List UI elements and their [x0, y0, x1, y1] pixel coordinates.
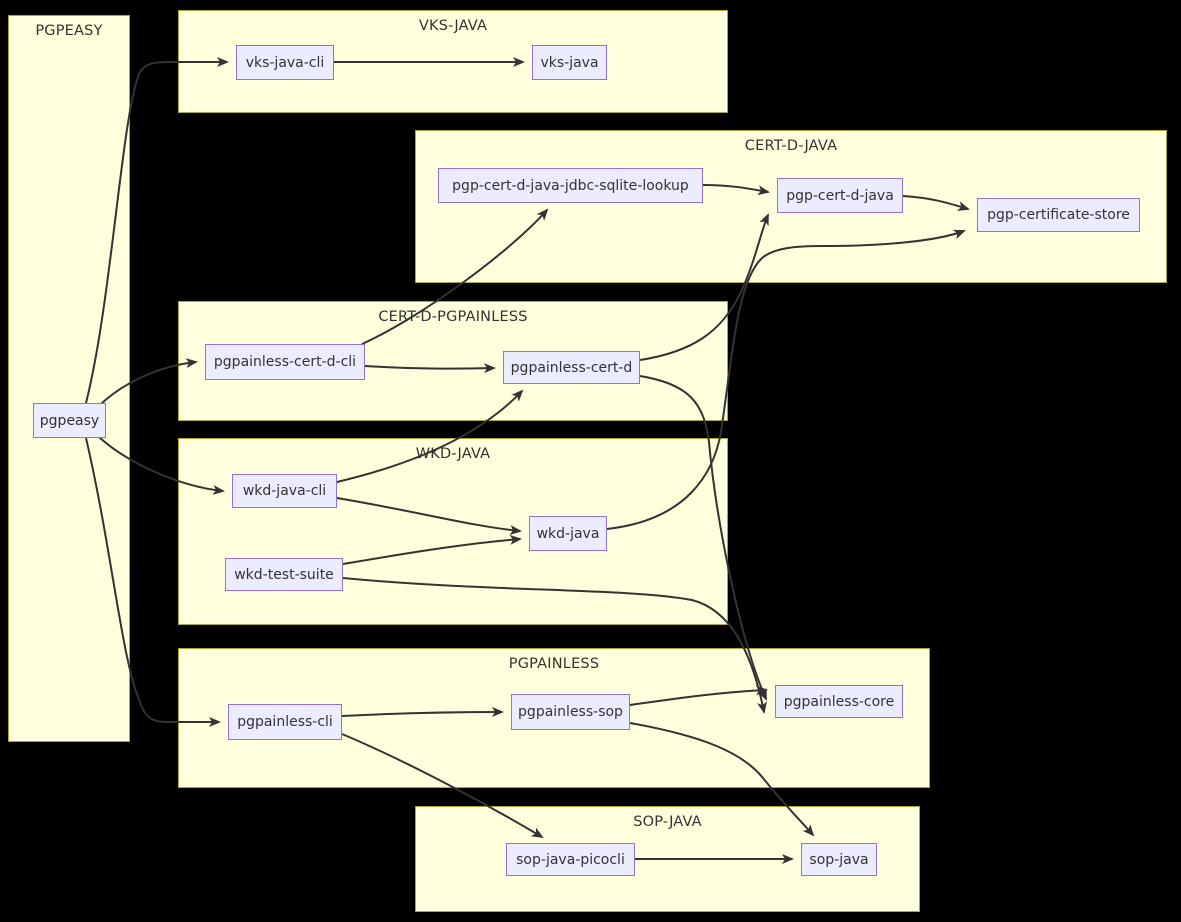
node-sop-java: sop-java — [801, 843, 877, 876]
node-wkd-java-cli: wkd-java-cli — [232, 474, 337, 508]
node-pgpeasy: pgpeasy — [33, 403, 106, 438]
node-sop-java-picocli: sop-java-picocli — [506, 843, 635, 876]
cluster-title: SOP-JAVA — [633, 814, 702, 830]
edge-pgpainless-cert-d-to-pgp-cert-d-java — [639, 213, 769, 361]
edge-wkd-java-cli-to-pgpainless-cert-d — [336, 389, 524, 483]
edge-pgpeasy-to-pgpainless-cli — [85, 437, 221, 727]
node-pgp-certificate-store: pgp-certificate-store — [977, 198, 1140, 232]
node-pgpainless-cert-d-cli: pgpainless-cert-d-cli — [205, 344, 365, 380]
edge-pgpainless-cert-d-to-pgpainless-core — [639, 375, 767, 701]
node-wkd-java: wkd-java — [529, 516, 607, 551]
edge-pgp-cert-d-java-to-pgp-certificate-store — [902, 195, 970, 211]
node-pgp-cert-d-java: pgp-cert-d-java — [777, 178, 903, 213]
cluster-pgpeasy-group: PGPEASY — [8, 15, 130, 742]
cluster-title: CERT-D-JAVA — [744, 138, 838, 154]
edge-pgpainless-cli-to-pgpainless-sop — [341, 707, 504, 718]
edge-pgpainless-sop-to-sop-java — [629, 722, 815, 837]
node-wkd-test-suite: wkd-test-suite — [225, 558, 343, 591]
cluster-title: VKS-JAVA — [418, 18, 488, 34]
edge-wkd-java-cli-to-wkd-java — [336, 497, 522, 535]
edge-wkd-test-suite-to-wkd-java — [342, 534, 522, 565]
edge-wkd-test-suite-to-pgpainless-core — [342, 577, 767, 714]
edge-pgpainless-cli-to-sop-java-picocli — [341, 733, 544, 839]
node-vks-java: vks-java — [532, 45, 607, 80]
node-pgpainless-cli: pgpainless-cli — [228, 704, 342, 740]
node-pgpainless-sop: pgpainless-sop — [511, 694, 630, 730]
edge-pgp-cert-d-java-jdbc-sqlite-lookup-to-pgp-cert-d-java — [702, 184, 770, 196]
cluster-title: CERT-D-PGPAINLESS — [378, 309, 528, 325]
edge-pgpeasy-to-pgpainless-cert-d-cli — [100, 358, 198, 405]
edge-pgpeasy-to-vks-java-cli — [85, 57, 229, 404]
node-vks-java-cli: vks-java-cli — [236, 45, 334, 80]
edge-pgpainless-sop-to-pgpainless-core — [629, 685, 768, 706]
cluster-title: PGPEASY — [35, 23, 103, 39]
node-pgpainless-cert-d: pgpainless-cert-d — [503, 351, 640, 384]
edge-wkd-java-to-pgp-certificate-store — [606, 229, 966, 530]
edge-pgpeasy-to-wkd-java-cli — [98, 436, 225, 495]
edge-pgpainless-cert-d-cli-to-pgp-cert-d-java-jdbc-sqlite-lookup — [361, 208, 549, 345]
node-pgpainless-core: pgpainless-core — [775, 685, 903, 718]
node-pgp-cert-d-java-jdbc-sqlite-lookup: pgp-cert-d-java-jdbc-sqlite-lookup — [438, 168, 703, 203]
edge-pgpainless-cert-d-cli-to-pgpainless-cert-d — [364, 363, 496, 374]
cluster-title: PGPAINLESS — [508, 656, 600, 672]
